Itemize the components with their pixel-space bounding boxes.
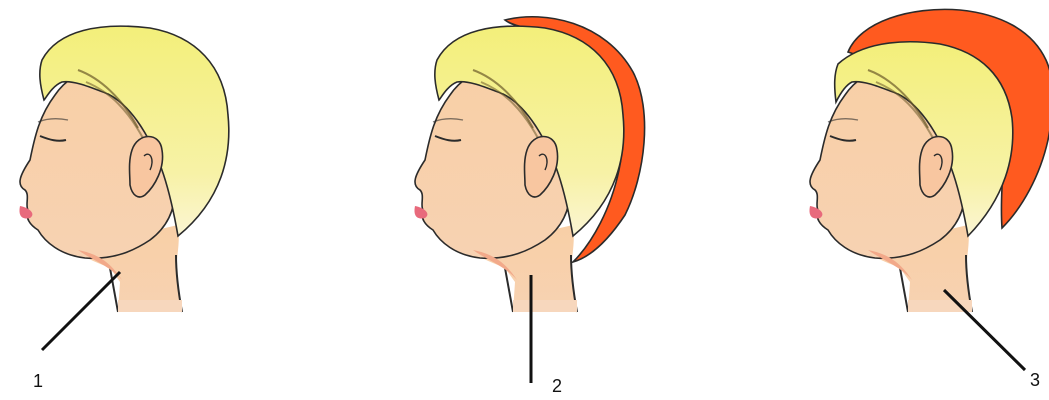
figure-label-1: 1 bbox=[33, 372, 43, 390]
head-figure-1 bbox=[19, 26, 228, 312]
figure-label-2: 2 bbox=[552, 377, 562, 395]
neck-base bbox=[513, 300, 577, 312]
leader-line-1 bbox=[42, 272, 120, 350]
leader-line-3 bbox=[944, 290, 1025, 370]
neck-base bbox=[118, 300, 182, 312]
figure-label-3: 3 bbox=[1030, 371, 1040, 389]
head-figure-2 bbox=[414, 17, 644, 312]
head-figure-3 bbox=[809, 9, 1049, 312]
